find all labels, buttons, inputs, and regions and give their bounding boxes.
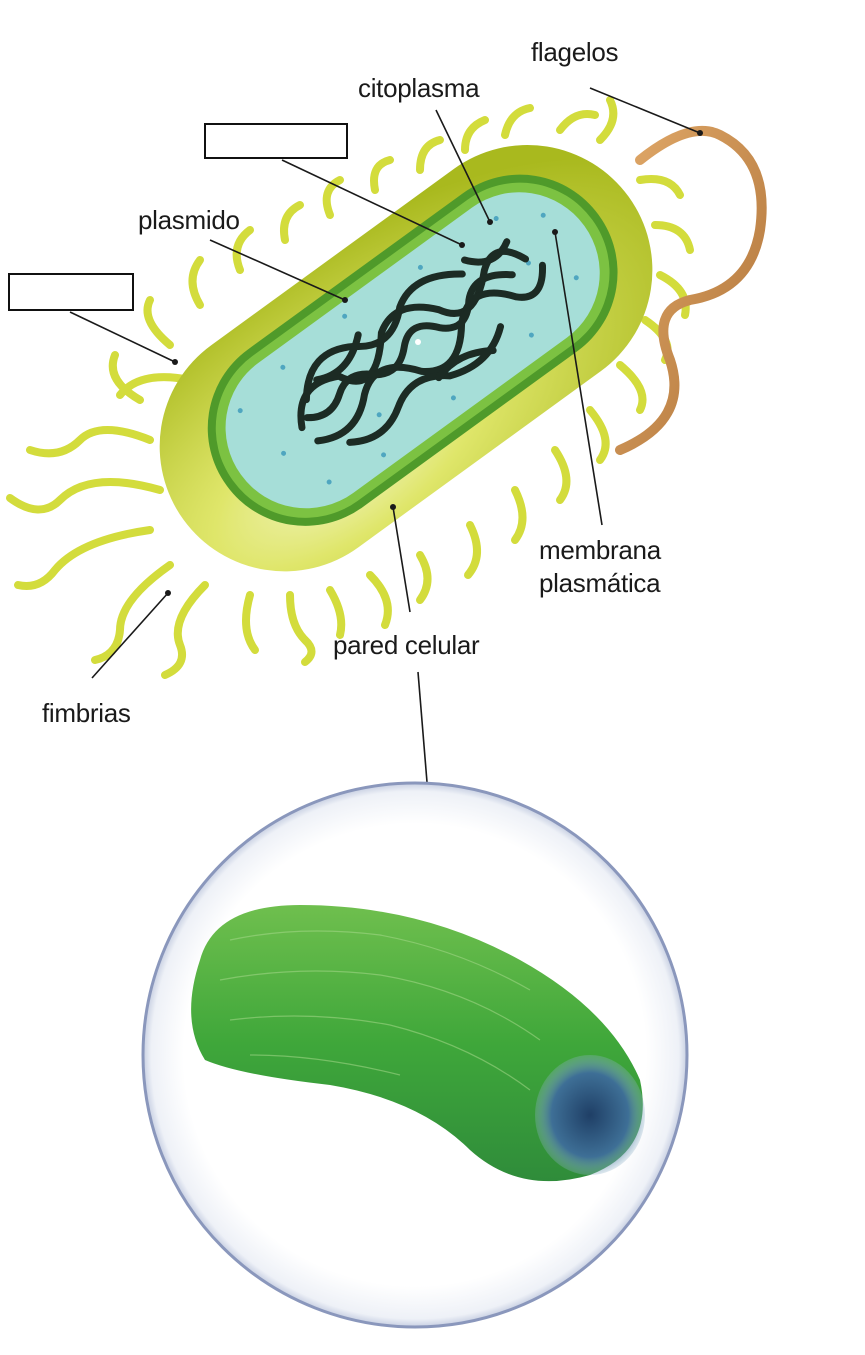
- label-plasmido: plasmido: [138, 205, 240, 235]
- label-fimbrias: fimbrias: [42, 698, 131, 728]
- label-membrana-line1: membrana: [539, 535, 661, 565]
- label-membrana-line2: plasmática: [539, 568, 661, 598]
- bacterium-micrograph: [191, 905, 643, 1182]
- blank-label-box-2[interactable]: [8, 273, 134, 311]
- plasmid-dot: [415, 339, 421, 345]
- label-pared-celular: pared celular: [333, 630, 480, 660]
- blank-label-box-1[interactable]: [204, 123, 348, 159]
- label-citoplasma: citoplasma: [358, 73, 480, 103]
- micrograph-end: [535, 1055, 645, 1175]
- label-flagelos: flagelos: [531, 37, 619, 67]
- magnified-view: [141, 781, 689, 1329]
- flagellum: [615, 125, 767, 455]
- bacterium-body: [159, 144, 653, 572]
- dna-tangle: [297, 238, 546, 446]
